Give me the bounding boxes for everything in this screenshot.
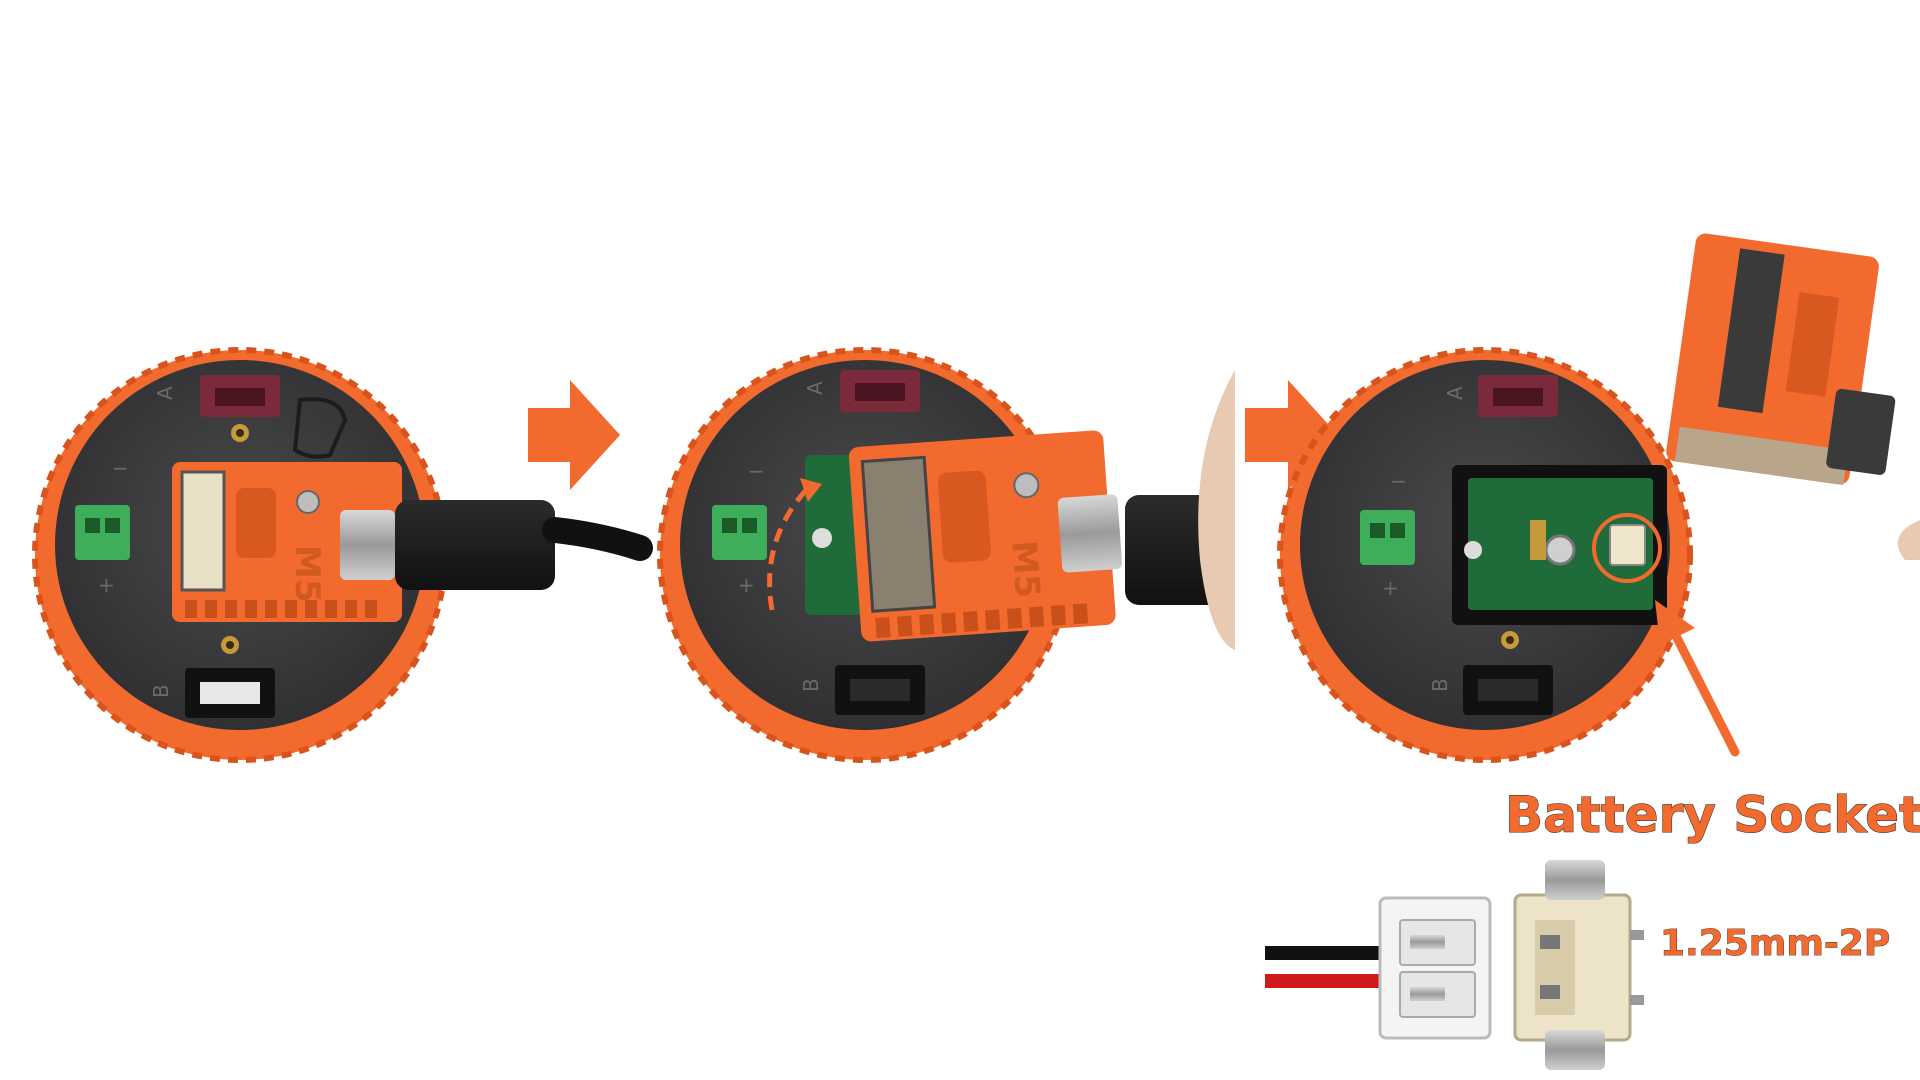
diagonal-arrow-icon (1667, 623, 1740, 757)
terminal-minus-label: − (748, 459, 765, 483)
right-arrow-icon (1245, 380, 1338, 490)
hand-fingertip (1897, 520, 1920, 560)
terminal-plus-label: + (738, 573, 755, 597)
port-a-label: A (153, 386, 177, 400)
device-step-1: A − + M5 (32, 347, 653, 763)
right-arrow-icon (528, 380, 620, 490)
port-a-label: A (1443, 386, 1467, 400)
module-brand-label: M5 (287, 545, 327, 603)
module-screw (1013, 472, 1040, 499)
red-wire (1265, 974, 1415, 988)
terminal-minus-label: − (112, 456, 129, 480)
module-screw (296, 490, 320, 514)
port-b-label: B (149, 684, 173, 698)
connector-spec-label: 1.25mm-2P (1660, 923, 1890, 964)
usb-cable (542, 517, 653, 561)
module-display-window (860, 455, 937, 613)
battery-socket-highlight (1592, 513, 1662, 583)
module-brand-label: M5 (1003, 539, 1047, 599)
device-step-3: A − + B (1277, 347, 1693, 763)
mount-hole (1464, 541, 1482, 559)
usb-c-port (1057, 494, 1122, 573)
usb-cable-plug (395, 500, 555, 590)
port-b-label: B (799, 678, 823, 692)
controller-module (172, 462, 402, 622)
usb-c-port (340, 510, 395, 580)
battery-socket (1609, 524, 1646, 566)
socket-metal-tab-bottom (1545, 1030, 1605, 1070)
green-terminal-block (75, 505, 130, 560)
hand-fingertip (1198, 370, 1235, 650)
green-terminal-block (712, 505, 767, 560)
terminal-plus-label: + (98, 573, 115, 597)
socket-metal-tab-top (1545, 860, 1605, 900)
terminal-minus-label: − (1390, 469, 1407, 493)
jst-connector-detail (1265, 860, 1644, 1070)
pcb-screw (1544, 534, 1576, 566)
lift-direction-arrow (767, 486, 810, 611)
removed-module (1666, 233, 1896, 486)
terminal-plus-label: + (1382, 576, 1399, 600)
power-button-outline (292, 397, 348, 459)
green-terminal-block (1360, 510, 1415, 565)
device-step-2: A − + M5 (657, 347, 1235, 763)
black-wire (1265, 946, 1415, 960)
battery-socket-label: Battery Socket (1505, 786, 1920, 844)
port-b-label: B (1428, 678, 1452, 692)
port-a-label: A (803, 381, 827, 395)
module-display-window (180, 470, 226, 592)
